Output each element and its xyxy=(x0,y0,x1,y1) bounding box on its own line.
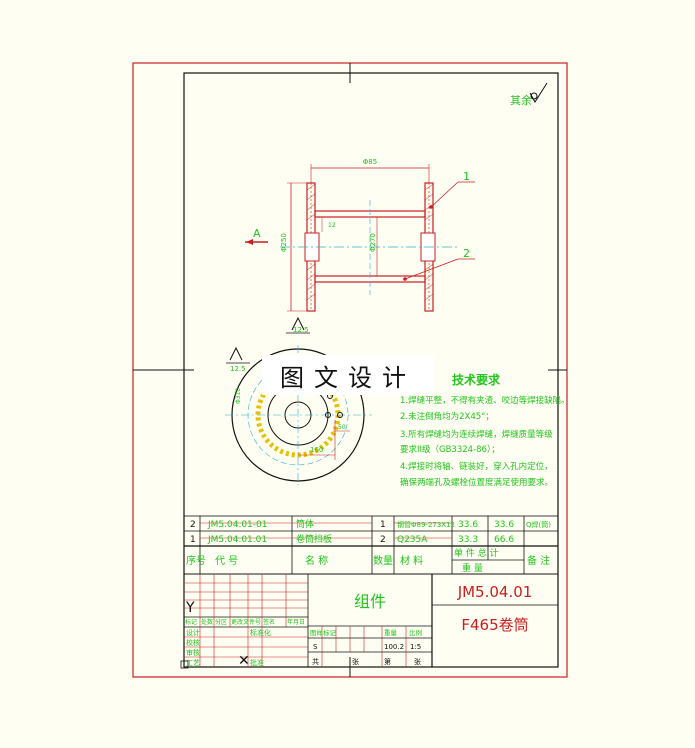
dim-length: Φ85 xyxy=(363,158,377,166)
bom-cell: 66.6 xyxy=(494,535,514,545)
tb-cross: ✕ xyxy=(238,653,250,669)
bom-cell: 2 xyxy=(380,535,386,545)
front-view: Φ85 Φ250 Φ270 12 A 1 2 12.5 xyxy=(245,158,475,334)
dim-radius: 160 xyxy=(310,446,323,454)
balloon-2: 2 xyxy=(463,247,470,260)
tb-stage-header: 比例 xyxy=(409,628,422,637)
bom-cell: JM5.04.01.01 xyxy=(207,535,267,545)
technical-requirements: 技术要求 1.焊缝平整，不得有夹渣、咬边等焊接缺陷。 2.未注倒角均为2X45°… xyxy=(400,372,570,488)
bom-cell: 33.6 xyxy=(458,520,478,530)
tb-row: 设计 xyxy=(186,628,200,637)
bom-cell: JM5.04.01-01 xyxy=(207,520,267,530)
tb-label: 更改文件号 xyxy=(231,618,261,626)
tb-sheet: 张 xyxy=(414,657,421,666)
bom-cell: 2 xyxy=(190,520,196,530)
tb-sheet: 共 xyxy=(312,657,319,666)
bom-header: 序号 xyxy=(186,554,206,567)
bom-cell: 1 xyxy=(380,520,386,530)
tb-sheet: 第 xyxy=(384,657,391,666)
tb-row: 审核 xyxy=(186,648,200,657)
tech-req-item: 4.焊接时将轴、链装好，穿入孔内定位， xyxy=(400,461,553,472)
bom-header: 单 件 总 计 xyxy=(454,547,499,559)
bom-header: 重 量 xyxy=(462,562,483,574)
dim-side-label: Φ310 xyxy=(235,388,242,404)
tb-label: 标记 xyxy=(185,618,197,626)
tb-drawing-no: JM5.04.01 xyxy=(457,583,533,601)
dim-flange-thk: 12 xyxy=(328,222,336,229)
bom-cell: Q焊(筒) xyxy=(526,520,551,529)
tb-mid: 标准化 xyxy=(250,628,271,637)
bom-table: 2 JM5.04.01-01 筒体 1 钢管Φ89-273X12 33.6 33… xyxy=(183,515,559,575)
tech-req-title: 技术要求 xyxy=(452,372,501,387)
tb-stage-header: 图样标记 xyxy=(310,628,337,637)
dim-inner-dia: Φ270 xyxy=(369,233,377,252)
tb-sheet: 张 xyxy=(352,657,359,666)
tb-stage-value: 100.2 xyxy=(384,643,404,651)
tb-stage-header: 重量 xyxy=(384,629,398,637)
bom-cell: 1 xyxy=(190,535,196,545)
bom-cell: Q235A xyxy=(397,535,428,545)
tech-req-item: 要求II级（GB3324-86）； xyxy=(400,444,500,455)
tech-req-item: 2.未注倒角均为2X45°； xyxy=(400,411,494,422)
tb-stage-value: 1:5 xyxy=(410,643,421,651)
tb-label: 签名 xyxy=(263,618,275,626)
tech-req-item: 确保两端孔及螺栓位置度满足使用要求。 xyxy=(400,477,553,488)
bom-cell: 卷筒挡板 xyxy=(296,533,332,545)
bom-header: 材 料 xyxy=(400,554,423,567)
tb-drawing-name: F465卷筒 xyxy=(461,616,528,634)
bom-header: 备 注 xyxy=(527,554,550,567)
bom-cell: 33.6 xyxy=(494,520,514,530)
tb-label: 处数 xyxy=(201,618,213,626)
bom-cell: 筒体 xyxy=(296,518,314,530)
roughness-a: 12.5 xyxy=(293,326,309,334)
tb-stage-value: S xyxy=(313,643,318,651)
tb-mid: 批准 xyxy=(250,658,264,667)
bom-cell: 钢管Φ89-273X12 xyxy=(397,520,455,529)
section-label: A xyxy=(253,227,261,240)
bom-cell: 33.3 xyxy=(458,535,478,545)
tb-row: 工艺 xyxy=(186,659,200,667)
bom-header: 名 称 xyxy=(305,554,328,567)
tb-label: 年月日 xyxy=(287,618,305,626)
tb-row: 校核 xyxy=(186,638,200,647)
tb-mark: Y xyxy=(185,600,195,616)
tech-req-item: 1.焊缝平整，不得有夹渣、咬边等焊接缺陷。 xyxy=(400,395,570,406)
bom-header: 代 号 xyxy=(215,555,238,567)
watermark-banner: 图文设计 xyxy=(262,355,434,395)
dim-small: 50 xyxy=(338,424,346,431)
dim-outer-dia: Φ250 xyxy=(280,233,288,252)
tb-assembly: 组件 xyxy=(354,592,386,611)
roughness-symbol: 其余 xyxy=(510,82,548,107)
balloon-1: 1 xyxy=(463,170,470,183)
tb-label: 分区 xyxy=(215,618,227,626)
title-block: Y ✕ 标记 处数 分区 更改文件号 签名 年月日 设计 校核 审核 工艺 标准… xyxy=(180,573,559,669)
tech-req-item: 3.所有焊缝均为连续焊缝，焊缝质量等级 xyxy=(400,429,553,440)
roughness-b: 12.5 xyxy=(230,365,246,373)
bom-header: 数量 xyxy=(373,554,393,567)
roughness-other-label: 其余 xyxy=(510,93,532,107)
